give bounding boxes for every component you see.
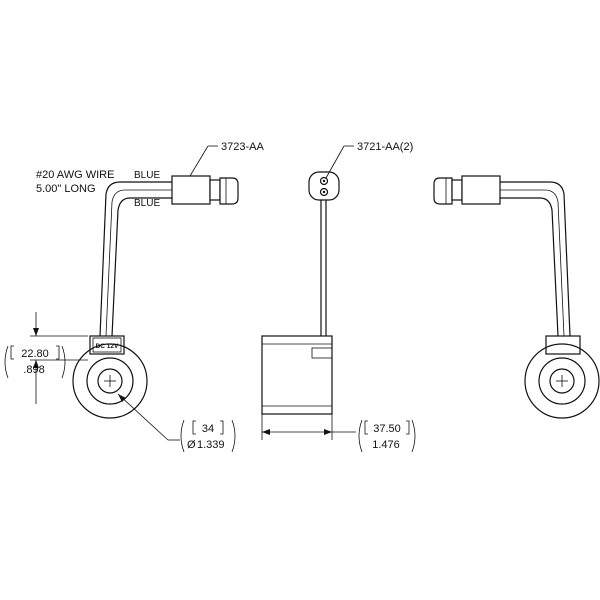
height-metric: 22.80 bbox=[21, 348, 49, 360]
center-terminal bbox=[308, 171, 340, 201]
left-connector-leader bbox=[189, 145, 209, 177]
right-coil-inner bbox=[549, 368, 575, 394]
center-view bbox=[261, 145, 356, 440]
wire-spec-line2: 5.00" LONG bbox=[36, 183, 96, 195]
width-metric: 37.50 bbox=[373, 423, 401, 435]
right-coil-outer bbox=[524, 343, 600, 419]
wire-label-bottom: BLUE bbox=[134, 198, 160, 209]
terminal-part-number: 3721-AA(2) bbox=[357, 141, 413, 153]
height-imperial: .898 bbox=[23, 364, 44, 376]
diameter-imperial: 1.339 bbox=[197, 439, 225, 451]
left-coil-outer bbox=[72, 343, 148, 419]
diameter-symbol: Ø bbox=[187, 439, 196, 451]
left-view bbox=[30, 145, 239, 441]
right-connector bbox=[433, 175, 501, 205]
left-coil-inner bbox=[97, 368, 123, 394]
connector-part-number: 3723-AA bbox=[221, 141, 264, 153]
terminal-leader bbox=[325, 145, 345, 179]
width-dimension-text: 37.50 1.476 bbox=[358, 419, 416, 453]
right-wire-top bbox=[500, 181, 571, 337]
wire-spec-line1: #20 AWG WIRE bbox=[36, 169, 114, 181]
diameter-dimension-text: 34 Ø 1.339 bbox=[180, 419, 236, 453]
center-coil-body bbox=[261, 335, 333, 415]
right-view bbox=[433, 175, 600, 419]
wire-label-top: BLUE bbox=[134, 170, 160, 181]
left-connector bbox=[171, 175, 239, 205]
diameter-leader bbox=[117, 393, 169, 441]
right-coil-mid bbox=[538, 357, 586, 405]
width-imperial: 1.476 bbox=[372, 439, 400, 451]
left-wire-top bbox=[99, 181, 172, 337]
coil-label: DC 12V bbox=[96, 343, 119, 350]
diameter-metric: 34 bbox=[202, 423, 214, 435]
right-wire-mid bbox=[500, 189, 565, 337]
right-wire-bottom bbox=[500, 197, 559, 337]
right-terminal-block bbox=[545, 335, 581, 355]
left-terminal-block bbox=[89, 335, 125, 355]
left-wire-bottom bbox=[111, 197, 172, 337]
left-wire-mid bbox=[105, 189, 172, 337]
height-dimension-text: 22.80 .898 bbox=[4, 345, 66, 379]
coil-label-box bbox=[92, 337, 122, 353]
left-coil-mid bbox=[86, 357, 134, 405]
